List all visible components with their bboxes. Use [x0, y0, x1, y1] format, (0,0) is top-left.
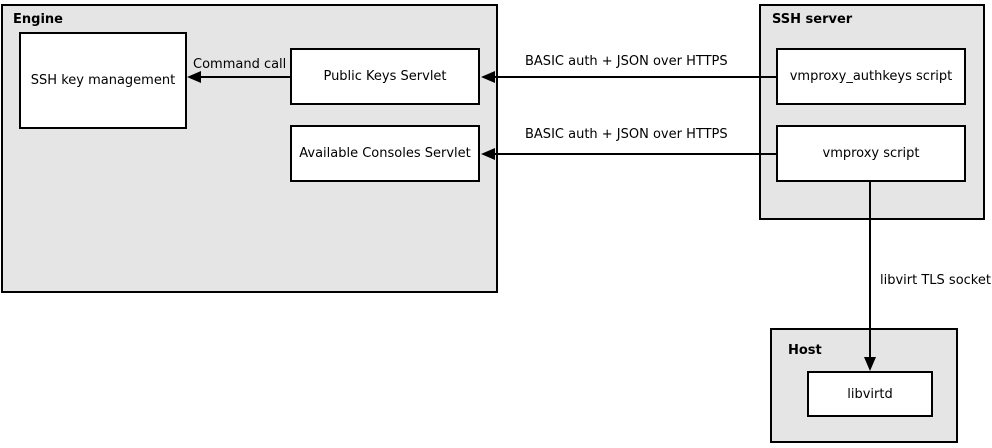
host-container: Host libvirtd: [770, 328, 958, 443]
engine-container: Engine SSH key management Public Keys Se…: [1, 4, 498, 293]
arrowhead-left-icon: [481, 71, 495, 83]
edge-label-basic-auth-top: BASIC auth + JSON over HTTPS: [525, 54, 728, 69]
node-vmproxy-script: vmproxy script: [776, 125, 966, 182]
engine-container-title: Engine: [13, 12, 63, 27]
node-available-consoles-servlet: Available Consoles Servlet: [290, 125, 480, 182]
ssh-server-container-title: SSH server: [772, 12, 853, 27]
node-public-keys-servlet: Public Keys Servlet: [290, 48, 480, 105]
node-vmproxy-authkeys-script: vmproxy_authkeys script: [776, 48, 966, 105]
arrowhead-down-icon: [864, 357, 876, 371]
edge-basic-auth-bottom-line: [490, 153, 776, 155]
node-ssh-key-management: SSH key management: [19, 32, 187, 129]
arrowhead-left-icon: [481, 148, 495, 160]
edge-command-call-line: [196, 76, 290, 78]
edge-libvirt-tls-line: [869, 182, 871, 358]
arrowhead-left-icon: [187, 71, 201, 83]
edge-label-basic-auth-bottom: BASIC auth + JSON over HTTPS: [525, 127, 728, 142]
ssh-server-container: SSH server vmproxy_authkeys script vmpro…: [759, 4, 985, 220]
node-libvirtd: libvirtd: [807, 371, 933, 417]
host-container-title: Host: [788, 343, 822, 358]
edge-label-command-call: Command call: [193, 57, 287, 72]
edge-label-libvirt-tls: libvirt TLS socket: [880, 273, 991, 288]
edge-basic-auth-top-line: [490, 76, 776, 78]
